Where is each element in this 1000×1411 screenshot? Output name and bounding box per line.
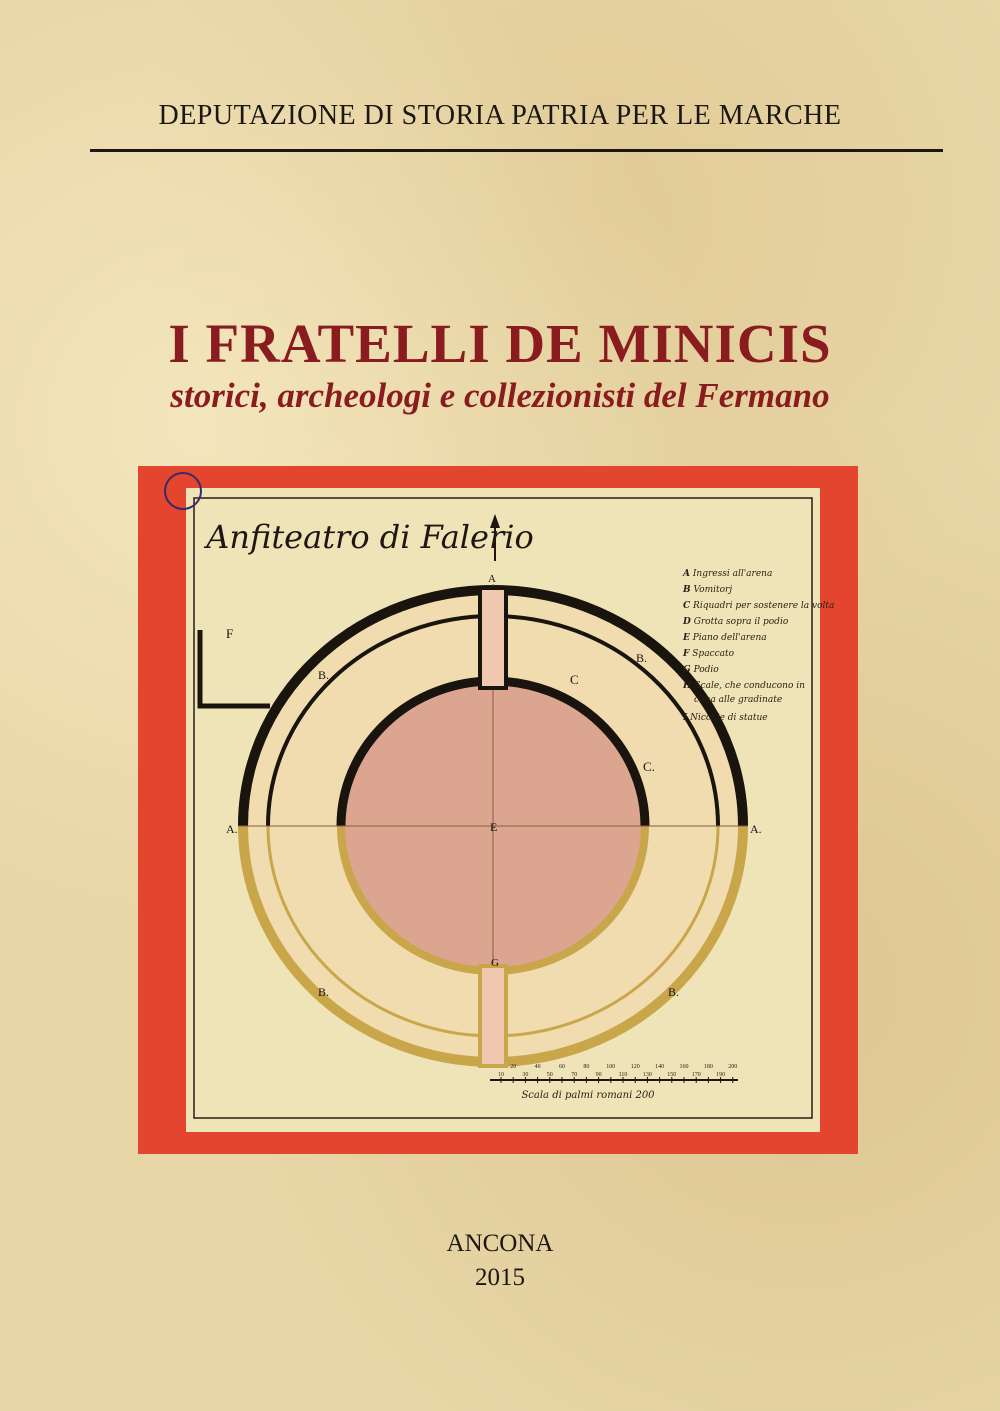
book-subtitle: storici, archeologi e collezionisti del … [170,376,830,415]
scale-tick-label: 30 [522,1072,528,1078]
svg-text:G: G [491,957,499,969]
scale-tick-label: 130 [643,1072,652,1078]
legend-item: G Podio [683,665,719,675]
svg-text:E: E [490,820,497,834]
scale-ticks: 1020304050607080901001101201301401501601… [498,1064,737,1083]
scale-label: Scala di palmi romani 200 [521,1090,655,1101]
publication-place: ANCONA [446,1230,554,1257]
plan-legend: A Ingressi all'arena B Vomitorj C Riquad… [682,569,834,723]
scale-tick-label: 200 [728,1064,737,1070]
paper-border [193,497,813,1119]
scale-tick-label: 190 [716,1072,725,1078]
publisher-name: DEPUTAZIONE DI STORIA PATRIA PER LE MARC… [158,100,842,131]
scale-tick-label: 80 [583,1064,589,1070]
scale-tick-label: 50 [547,1072,553,1078]
legend-item: A Ingressi all'arena [682,569,772,579]
north-arrow-icon [490,514,500,561]
svg-text:A.: A. [226,822,238,836]
legend-item: E Piano dell'arena [682,633,767,643]
svg-text:A.: A. [750,822,762,836]
scale-tick-label: 150 [667,1072,676,1078]
plan-heading: Anfiteatro di Falerio [203,518,534,556]
scale-tick-label: 140 [655,1064,664,1070]
svg-text:A: A [488,573,496,585]
legend-item: F Spaccato [682,649,735,659]
header-rule [90,149,943,152]
legend-item: B Vomitorj [682,585,732,595]
plan-letters: E A A. A. C C. B. B. B. B. G [226,573,762,999]
amphitheatre-rings [238,584,748,1068]
scale-tick-label: 70 [571,1072,577,1078]
scale-tick-label: 180 [704,1064,713,1070]
scale-tick-label: 170 [692,1072,701,1078]
legend-item: C Riquadri per sostenere la volta [683,601,834,611]
cover-illustration: Anfiteatro di Falerio E A A. A. C C. B. … [138,466,858,1154]
section-f: F [197,626,270,709]
library-stamp [164,472,202,510]
svg-text:C.: C. [643,759,655,774]
amphitheatre-plan: Anfiteatro di Falerio E A A. A. C C. B. … [164,472,834,1132]
legend-item: D Grotta sopra il podio [682,617,789,627]
scale-tick-label: 100 [606,1064,615,1070]
legend-item: I Nicchie di statue [682,713,768,723]
book-title: I FRATELLI DE MINICIS [168,313,832,374]
scale-tick-label: 160 [680,1064,689,1070]
scale-tick-label: 120 [631,1064,640,1070]
scale-tick-label: 60 [559,1064,565,1070]
scale-tick-label: 110 [619,1072,628,1078]
scale-tick-label: 20 [510,1064,516,1070]
svg-text:B.: B. [636,651,647,665]
scale-tick-label: 90 [596,1072,602,1078]
svg-text:C: C [570,672,579,687]
scale-tick-label: 40 [535,1064,541,1070]
svg-text:B.: B. [318,985,329,999]
svg-text:B.: B. [668,985,679,999]
svg-text:F: F [226,626,233,641]
svg-text:B.: B. [318,668,329,682]
publication-year: 2015 [475,1264,525,1291]
scale-tick-label: 10 [498,1072,504,1078]
